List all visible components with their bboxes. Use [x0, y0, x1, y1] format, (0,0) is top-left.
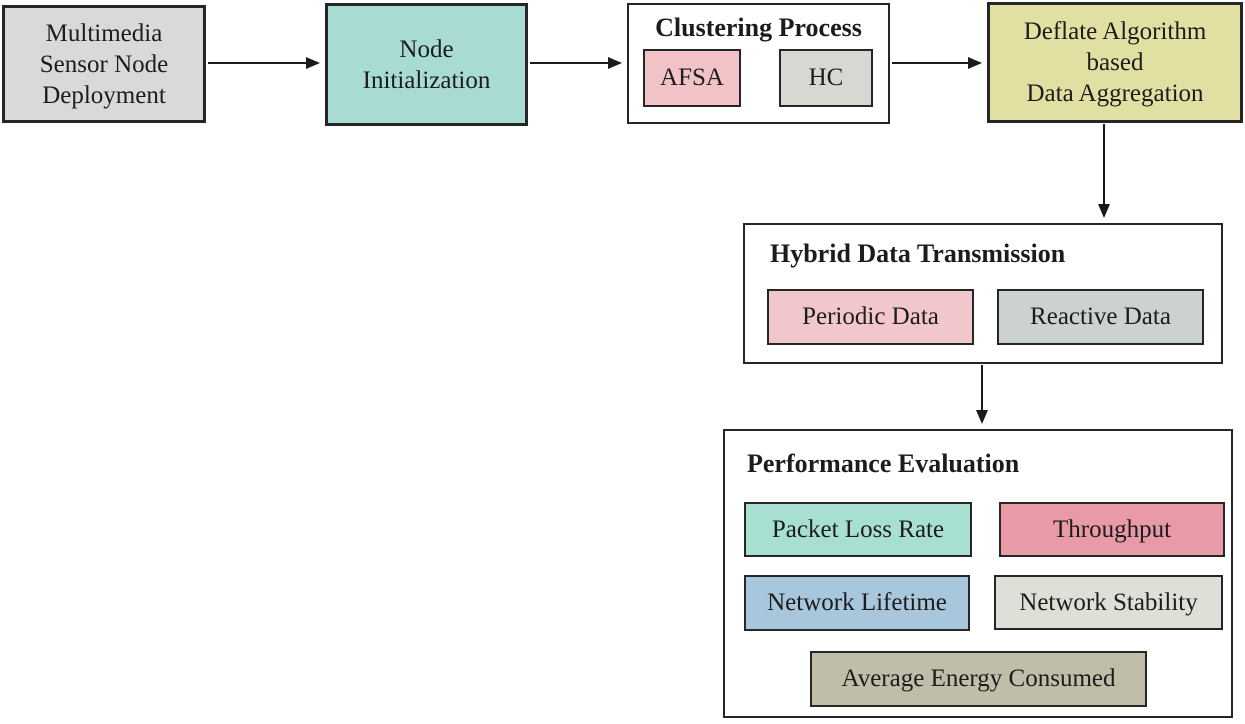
group-clustering-process: Clustering Process AFSA HC — [627, 3, 890, 124]
node-multimedia-sensor-deployment: Multimedia Sensor Node Deployment — [2, 5, 206, 123]
chip-afsa: AFSA — [643, 49, 741, 107]
hybrid-data-transmission-title: Hybrid Data Transmission — [770, 239, 1066, 268]
chip-network-lifetime: Network Lifetime — [744, 575, 970, 631]
node-label: Deflate Algorithm based Data Aggregation — [1023, 18, 1207, 107]
clustering-process-title: Clustering Process — [655, 13, 862, 42]
chip-network-stability: Network Stability — [994, 575, 1223, 630]
performance-evaluation-title: Performance Evaluation — [747, 449, 1020, 478]
chip-throughput: Throughput — [999, 502, 1225, 557]
chip-hc: HC — [779, 49, 873, 107]
node-deflate-data-aggregation: Deflate Algorithm based Data Aggregation — [987, 2, 1243, 123]
node-initialization: Node Initialization — [325, 3, 528, 126]
node-label: Multimedia Sensor Node Deployment — [39, 19, 169, 109]
node-label: Node Initialization — [362, 35, 491, 94]
chip-packet-loss-rate: Packet Loss Rate — [744, 502, 972, 557]
chip-average-energy-consumed: Average Energy Consumed — [810, 651, 1147, 707]
chip-periodic-data: Periodic Data — [767, 289, 974, 345]
group-performance-evaluation: Performance Evaluation Packet Loss Rate … — [723, 429, 1233, 718]
group-hybrid-data-transmission: Hybrid Data Transmission Periodic Data R… — [743, 223, 1223, 364]
chip-reactive-data: Reactive Data — [997, 289, 1204, 345]
